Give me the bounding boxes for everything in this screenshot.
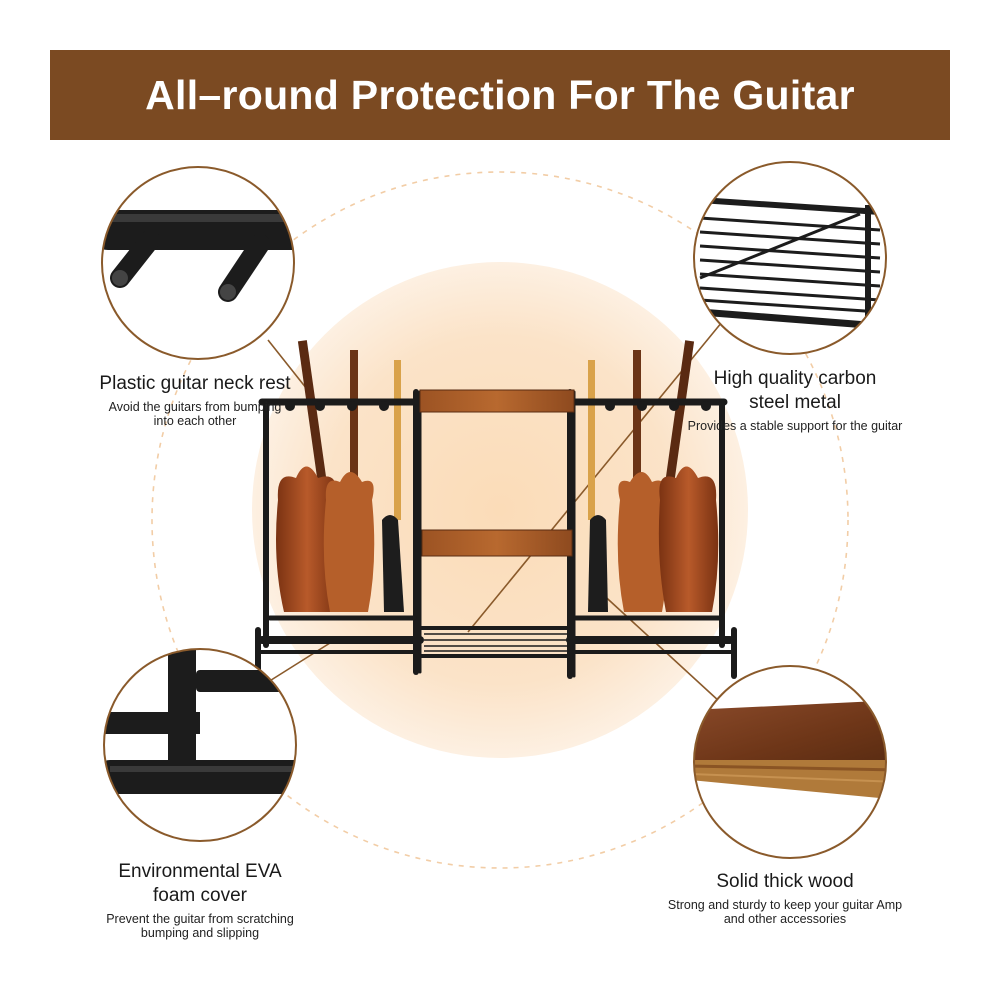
zoom-steel [693, 161, 887, 355]
guitar-rack [255, 340, 737, 679]
dashed-outline [151, 171, 849, 869]
feature-title-line: Environmental EVA [118, 861, 282, 882]
feature-title: Plastic guitar neck rest [99, 373, 291, 394]
feature-description-line: Prevent the guitar from scratching [106, 912, 294, 926]
neck-rest-pegs [285, 401, 711, 411]
feature-foam: Environmental EVA foam cover Prevent the… [70, 860, 330, 940]
feature-title: High quality carbon steel metal [660, 367, 930, 415]
guitar-left-1 [276, 340, 339, 612]
feature-wood: Solid thick wood Strong and sturdy to ke… [640, 870, 930, 926]
feature-description: Prevent the guitar from scratching bumpi… [70, 912, 330, 940]
feature-description-line: and other accessories [723, 912, 847, 926]
feature-description: Avoid the guitars from bumping into each… [60, 400, 330, 428]
feature-title-line: High quality carbon [713, 368, 877, 389]
feature-title-line: steel metal [749, 392, 841, 413]
guitar-right-2 [617, 350, 669, 612]
feature-description-line: bumping and slipping [140, 926, 260, 940]
zoom-foam [103, 648, 297, 842]
feature-description-line: Strong and sturdy to keep your guitar Am… [667, 898, 903, 912]
feature-title: Environmental EVA foam cover [70, 860, 330, 908]
feature-steel: High quality carbon steel metal Provides… [660, 367, 930, 433]
top-shelf [419, 389, 575, 413]
feature-title-line: foam cover [153, 885, 247, 906]
guitar-right-3 [658, 340, 719, 612]
banner-title: All–round Protection For The Guitar [145, 71, 855, 118]
feature-description-line: into each other [153, 414, 237, 428]
feature-title: Solid thick wood [716, 871, 854, 892]
header-banner: All–round Protection For The Guitar [50, 50, 950, 140]
zoom-wood [693, 665, 887, 859]
middle-shelf [421, 529, 573, 557]
guitar-left-3 [382, 360, 404, 612]
zoom-neck-rest [101, 166, 295, 360]
background-glow [252, 262, 748, 758]
wire-shelf [420, 626, 574, 658]
guitar-right-1 [588, 360, 608, 612]
feature-neck-rest: Plastic guitar neck rest Avoid the guita… [60, 372, 330, 428]
feature-description: Provides a stable support for the guitar [687, 419, 903, 433]
feature-description-line: Avoid the guitars from bumping [108, 400, 282, 414]
feature-description: Strong and sturdy to keep your guitar Am… [640, 898, 930, 926]
guitar-left-2 [323, 350, 375, 612]
